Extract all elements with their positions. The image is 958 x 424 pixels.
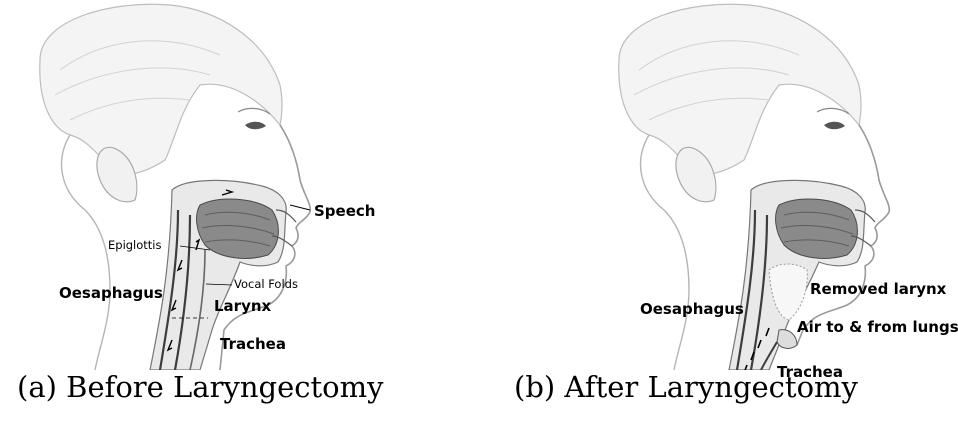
panel-before-laryngectomy: Speech Epiglottis Vocal Folds Oesaphagus… (0, 0, 479, 424)
speech-leader (290, 205, 310, 210)
label-trachea: Trachea (220, 337, 286, 352)
label-epiglottis: Epiglottis (108, 240, 162, 252)
panel-after-laryngectomy: Removed larynx Oesaphagus Air to & from … (479, 0, 958, 424)
caption-before: (a) Before Laryngectomy (17, 373, 383, 402)
label-oesaphagus: Oesaphagus (59, 286, 163, 301)
label-removed-larynx: Removed larynx (810, 282, 946, 297)
caption-after: (b) After Laryngectomy (514, 373, 858, 402)
label-air-to-from-lungs: Air to & from lungs (797, 320, 958, 335)
label-larynx: Larynx (214, 299, 271, 314)
label-vocal-folds: Vocal Folds (234, 279, 298, 291)
label-speech: Speech (314, 204, 375, 219)
label-oesaphagus: Oesaphagus (640, 302, 744, 317)
